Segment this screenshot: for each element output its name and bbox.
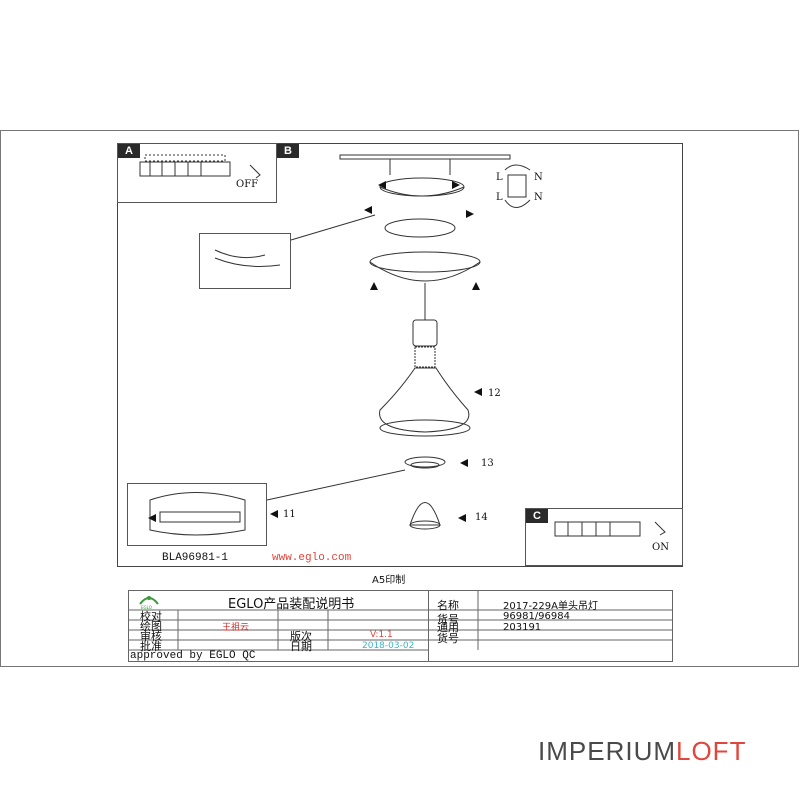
arrow-on [654,521,666,536]
approved-note: approved by EGLO QC [130,650,256,662]
panel-a-label: A [118,144,140,158]
on-label: ON [652,542,669,553]
switch-c-shape [554,521,641,537]
wiring-l-bottom: L [496,192,503,203]
eglo-logo-icon [138,592,160,606]
website-link[interactable]: www.eglo.com [272,552,352,564]
right-value-item: 96981/96984 [503,611,570,622]
right-value-general: 203191 [503,622,542,633]
logo-text: EGLO [141,605,152,610]
right-label-general: 通用货号 [437,621,459,645]
terminal-block [507,174,527,198]
watermark: IMPERIUMLOFT [538,736,746,767]
version-label: 版次 [290,630,312,643]
panel-a [117,143,277,203]
part-13-label: 13 [481,458,494,469]
model-number: BLA96981-1 [162,552,229,564]
right-label-item: 货号 [437,613,459,626]
watermark-part2: LOFT [676,736,747,766]
ring-13-shape [404,456,446,468]
part-14-label: 14 [475,512,488,523]
glass-14-shape [409,502,441,526]
row-label-review: 审核 [140,630,162,643]
panel-c [525,508,683,566]
doc-title: EGLO产品装配说明书 [228,597,355,612]
instruction-sheet [0,130,799,667]
wiring-l-top: L [496,172,503,183]
mounting-plate-shape [379,177,465,197]
shade-shape [379,367,470,433]
row-value-draw: 王祖云 [222,623,250,633]
title-block [128,590,673,662]
date-label: 日期 [290,640,312,653]
right-value-name: 2017-229A单头吊灯 [503,601,598,612]
date-value: 2018-03-02 [362,641,415,651]
part-12-label: 12 [488,388,501,399]
watermark-part1: IMPERIUM [538,736,676,766]
socket-ring-11-shape [149,492,246,536]
part-11-label: 11 [283,509,296,520]
print-note: A5印制 [372,575,406,586]
version-value: V:1.1 [370,630,393,640]
socket-shape [412,319,438,347]
detail-box-wires [199,233,291,289]
row-label-check: 校对 [140,610,162,623]
switch-a-shape [139,161,231,177]
canopy-shape [369,251,481,273]
right-label-name: 名称 [437,599,459,612]
wiring-n-top: N [534,172,543,183]
row-label-draw: 绘图 [140,620,162,633]
off-label: OFF [236,179,259,190]
row-label-approve: 批准 [140,640,162,653]
wiring-n-bottom: N [534,192,543,203]
panel-b-label: B [277,144,299,158]
drawing-area [117,143,683,567]
ceiling-bar [339,154,511,160]
arrow-off [249,164,261,179]
bracket-shape [384,218,456,238]
panel-c-label: C [526,509,548,523]
